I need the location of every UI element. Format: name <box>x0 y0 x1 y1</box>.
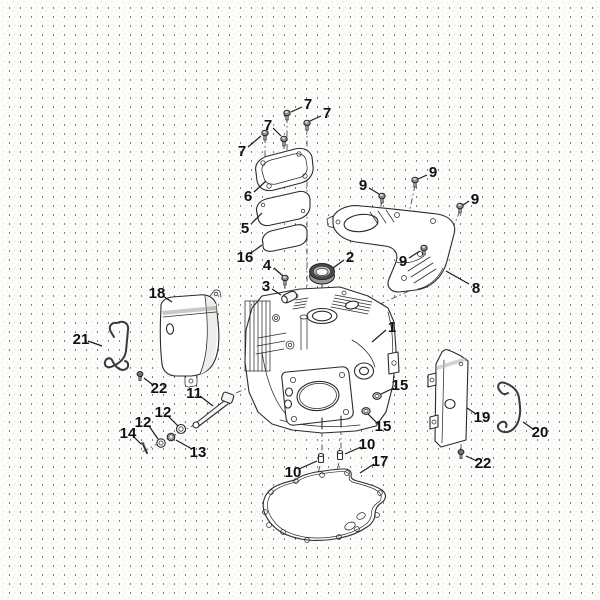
screw-9-d <box>420 244 428 256</box>
callout-7-d[interactable]: 7 <box>323 105 331 122</box>
callout-7-c[interactable]: 7 <box>304 96 312 113</box>
crankcase-boss <box>345 300 400 380</box>
part-baffle-plate <box>427 349 469 448</box>
part-shroud-cover <box>159 289 222 388</box>
callout-9-d[interactable]: 9 <box>399 253 407 270</box>
part-breather-fitting <box>281 290 298 304</box>
callout-18[interactable]: 18 <box>149 285 166 302</box>
callout-9-b[interactable]: 9 <box>429 164 437 181</box>
part-nut-upper <box>372 392 382 400</box>
part-bracket <box>326 205 456 293</box>
screw-22-b <box>457 449 465 459</box>
part-washer-lower <box>156 438 166 448</box>
callout-19[interactable]: 19 <box>474 409 491 426</box>
callout-2[interactable]: 2 <box>346 249 354 266</box>
screw-9-a <box>378 192 386 204</box>
part-nut-lower <box>361 407 371 415</box>
callout-22-b[interactable]: 22 <box>475 455 492 472</box>
callout-22-a[interactable]: 22 <box>151 380 168 397</box>
screw-7-c <box>261 129 269 141</box>
callout-9-c[interactable]: 9 <box>471 191 479 208</box>
callout-7-a[interactable]: 7 <box>238 143 246 160</box>
callout-labels: 1 2 3 4 5 6 7 7 7 7 8 9 9 9 9 10 10 11 1… <box>73 96 549 481</box>
callout-13[interactable]: 13 <box>190 444 207 461</box>
callout-10-b[interactable]: 10 <box>359 436 376 453</box>
screw-9-b <box>411 176 419 188</box>
gasket-holes <box>262 470 383 543</box>
bottom-studs <box>321 415 342 430</box>
callout-15-b[interactable]: 15 <box>375 418 392 435</box>
callout-21[interactable]: 21 <box>73 331 90 348</box>
part-wire-clip-left <box>103 320 130 371</box>
callout-12-b[interactable]: 12 <box>135 414 152 431</box>
callout-17[interactable]: 17 <box>372 453 389 470</box>
mounting-flange <box>281 366 354 426</box>
callout-12-a[interactable]: 12 <box>155 404 172 421</box>
part-inner-gasket <box>261 224 308 252</box>
callout-4[interactable]: 4 <box>263 257 272 274</box>
screw-7-d <box>280 135 288 147</box>
callout-11[interactable]: 11 <box>186 385 202 402</box>
part-cover-gasket <box>255 190 311 227</box>
callout-14[interactable]: 14 <box>120 425 137 442</box>
callout-5[interactable]: 5 <box>241 220 249 237</box>
callout-20[interactable]: 20 <box>532 424 549 441</box>
callout-15-a[interactable]: 15 <box>392 377 409 394</box>
screws <box>136 109 465 459</box>
part-crankcase-gasket <box>262 468 386 543</box>
part-dowel-pin-right <box>336 449 344 461</box>
screw-7-b <box>303 119 311 131</box>
callout-3[interactable]: 3 <box>262 278 270 295</box>
callout-9-a[interactable]: 9 <box>359 177 367 194</box>
callout-7-b[interactable]: 7 <box>264 117 272 134</box>
part-spring-clip-right <box>496 381 522 434</box>
part-valve-cover <box>255 147 314 192</box>
screw-4 <box>281 274 289 286</box>
part-washer-upper <box>175 423 187 435</box>
part-crankcase-block <box>244 286 400 434</box>
callout-8[interactable]: 8 <box>472 280 480 297</box>
part-rod <box>192 391 235 429</box>
leader-lines <box>87 106 534 474</box>
part-oil-seal <box>309 263 335 285</box>
part-dowel-pin-left <box>317 452 325 464</box>
screw-22-a <box>136 371 144 381</box>
screw-7-a <box>283 109 291 121</box>
callout-16[interactable]: 16 <box>237 249 254 266</box>
part-spacer <box>166 432 176 442</box>
callout-1[interactable]: 1 <box>388 319 396 336</box>
screw-9-c <box>456 202 464 214</box>
callout-10-a[interactable]: 10 <box>285 464 302 481</box>
part-pin-small <box>140 442 148 454</box>
callout-6[interactable]: 6 <box>244 188 252 205</box>
